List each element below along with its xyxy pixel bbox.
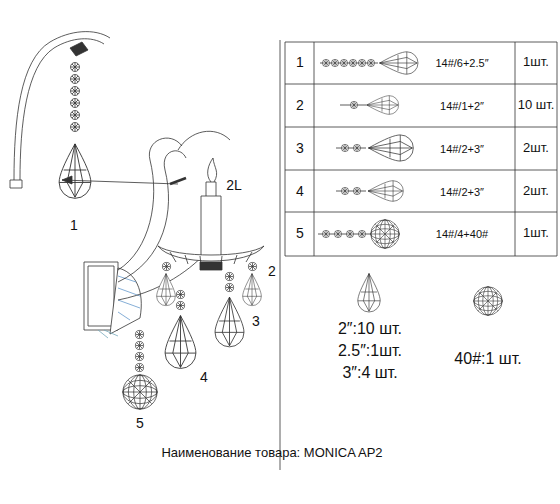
callout-number: 1 [70,218,78,233]
table-cell: 1шт. [523,226,549,240]
table-cell: 2шт. [523,184,549,198]
table-cell: 14#/4+40# [436,228,488,240]
table-cell: 14#/2+3″ [440,143,484,155]
table-cell: 14#/1+2″ [440,100,484,112]
table-cell: 5 [296,226,304,241]
callout-number: 2L [226,178,242,193]
table-cell: 14#/6+2.5″ [435,57,488,69]
parts-count: 3″:4 шт. [342,364,397,382]
parts-count: 2″:10 шт. [338,320,402,338]
table-cell: 3 [296,141,304,156]
table-cell: 1шт. [523,55,549,69]
table-cell: 10 шт. [518,98,555,112]
callout-number: 2 [268,264,276,279]
table-cell: 1 [296,55,304,70]
caption: Наименование товара: MONICA AP2 [161,446,382,460]
parts-count: 2.5″:1шт. [338,342,402,360]
table-cell: 2шт. [523,141,549,155]
callout-number: 4 [200,370,208,385]
callout-number: 3 [252,314,260,329]
callout-number: 5 [136,416,144,431]
parts-count: 40#:1 шт. [454,350,521,368]
table-cell: 4 [296,184,304,199]
table-cell: 2 [296,98,304,113]
table-cell: 14#/2+3″ [440,186,484,198]
